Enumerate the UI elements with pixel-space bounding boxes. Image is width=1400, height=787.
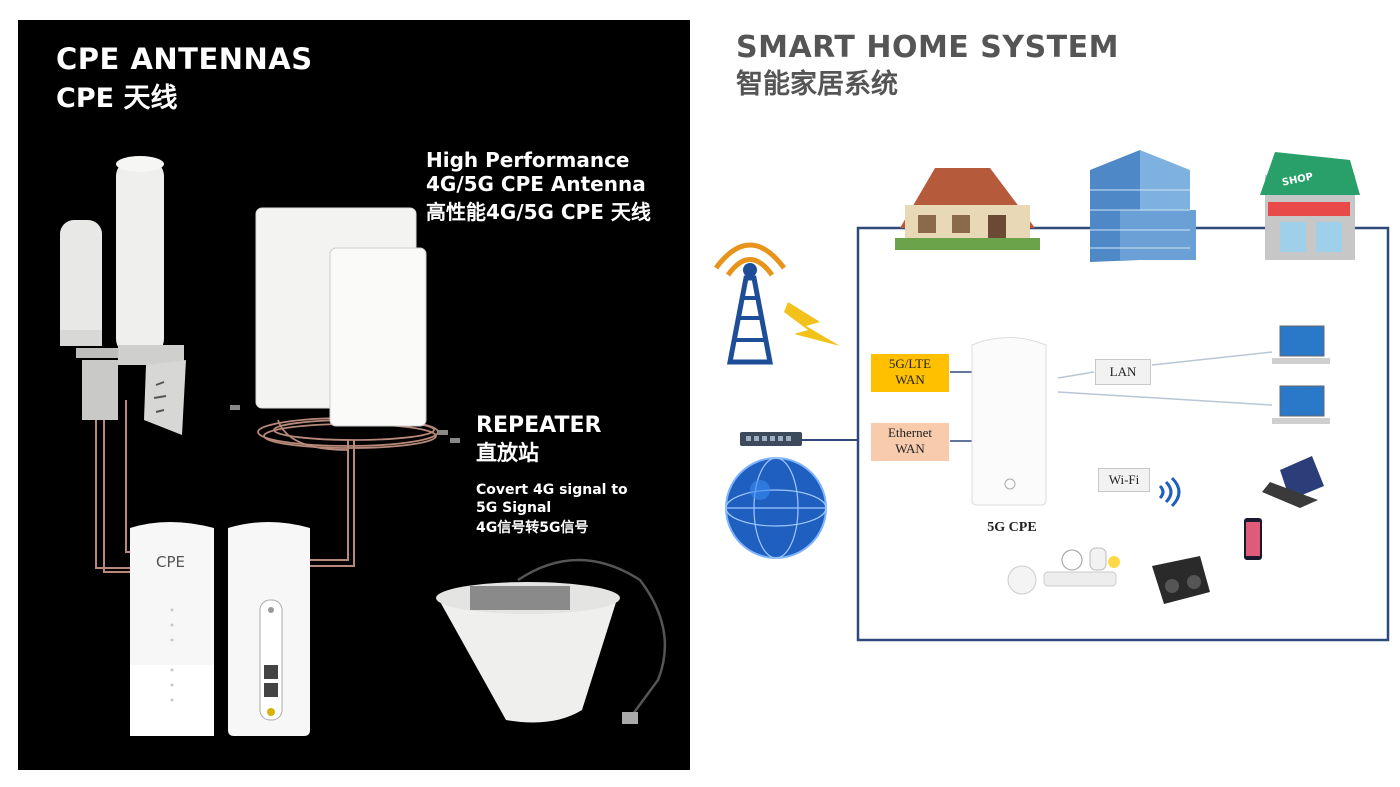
omni-antenna-short xyxy=(60,220,126,420)
cpe-device-back xyxy=(228,522,310,736)
5g-lte-wan-line-1: 5G/LTE xyxy=(888,356,932,371)
vr-headset-icon xyxy=(1152,556,1210,604)
repeater-title-cn: 直放站 xyxy=(476,441,539,465)
lan-label: LAN xyxy=(1095,359,1151,385)
wifi-label: Wi-Fi xyxy=(1098,468,1150,492)
repeater-title: REPEATER xyxy=(476,413,602,438)
cell-tower-icon xyxy=(713,242,840,365)
5g-lte-wan-box: 5G/LTE WAN xyxy=(871,354,949,392)
lan-link-2 xyxy=(1151,351,1273,366)
high-performance-line-1: High Performance xyxy=(426,148,630,172)
lan-link-3 xyxy=(1057,391,1273,406)
smartphone-icon xyxy=(1244,518,1262,560)
left-illustration: CPE xyxy=(60,156,667,736)
convert-line-1: Covert 4G signal to xyxy=(476,482,628,498)
desktop-computer-icon xyxy=(1272,325,1330,364)
cpe-device-front xyxy=(130,522,214,736)
high-performance-line-2: 4G/5G CPE Antenna xyxy=(426,172,646,196)
network-switch-icon xyxy=(740,432,802,446)
cpe-antennas-panel: CPE ANTENNAS CPE 天线 High Performance 4G/… xyxy=(18,20,690,770)
5g-cpe-label: 5G CPE xyxy=(987,520,1037,535)
desktop-computer-icon xyxy=(1272,385,1330,424)
lan-link-1 xyxy=(1057,371,1095,379)
convert-line-2: 5G Signal xyxy=(476,500,552,516)
convert-line-3: 4G信号转5G信号 xyxy=(476,520,589,536)
cpe-device-label: CPE xyxy=(156,553,185,571)
cable-right-1 xyxy=(300,440,355,567)
globe-icon xyxy=(725,457,827,559)
omni-antenna-tall xyxy=(116,156,186,435)
cpe-antennas-title: CPE ANTENNAS xyxy=(56,42,313,76)
ethernet-wan-line-1: Ethernet xyxy=(887,425,933,440)
smart-devices-icon xyxy=(1007,547,1120,595)
laptop-icon xyxy=(1262,456,1324,508)
cpe-antennas-title-cn: CPE 天线 xyxy=(56,83,178,114)
smart-home-title-cn: 智能家居系统 xyxy=(736,69,898,100)
high-performance-line-3: 高性能4G/5G CPE 天线 xyxy=(426,200,651,224)
shop-icon xyxy=(1260,152,1360,260)
house-icon xyxy=(895,168,1040,250)
5g-lte-wan-line-2: WAN xyxy=(895,372,925,387)
5g-cpe-router xyxy=(971,337,1047,506)
cable-left-1 xyxy=(95,400,130,573)
panel-antenna-small xyxy=(329,247,427,427)
ethernet-wan-line-2: WAN xyxy=(895,441,925,456)
smart-home-diagram: SHOP xyxy=(713,150,1390,642)
smart-home-title: SMART HOME SYSTEM xyxy=(736,30,1119,65)
wifi-icon xyxy=(1158,476,1181,508)
office-building-icon xyxy=(1090,150,1196,262)
ethernet-wan-box: Ethernet WAN xyxy=(871,423,949,461)
repeater-antenna xyxy=(436,558,667,724)
